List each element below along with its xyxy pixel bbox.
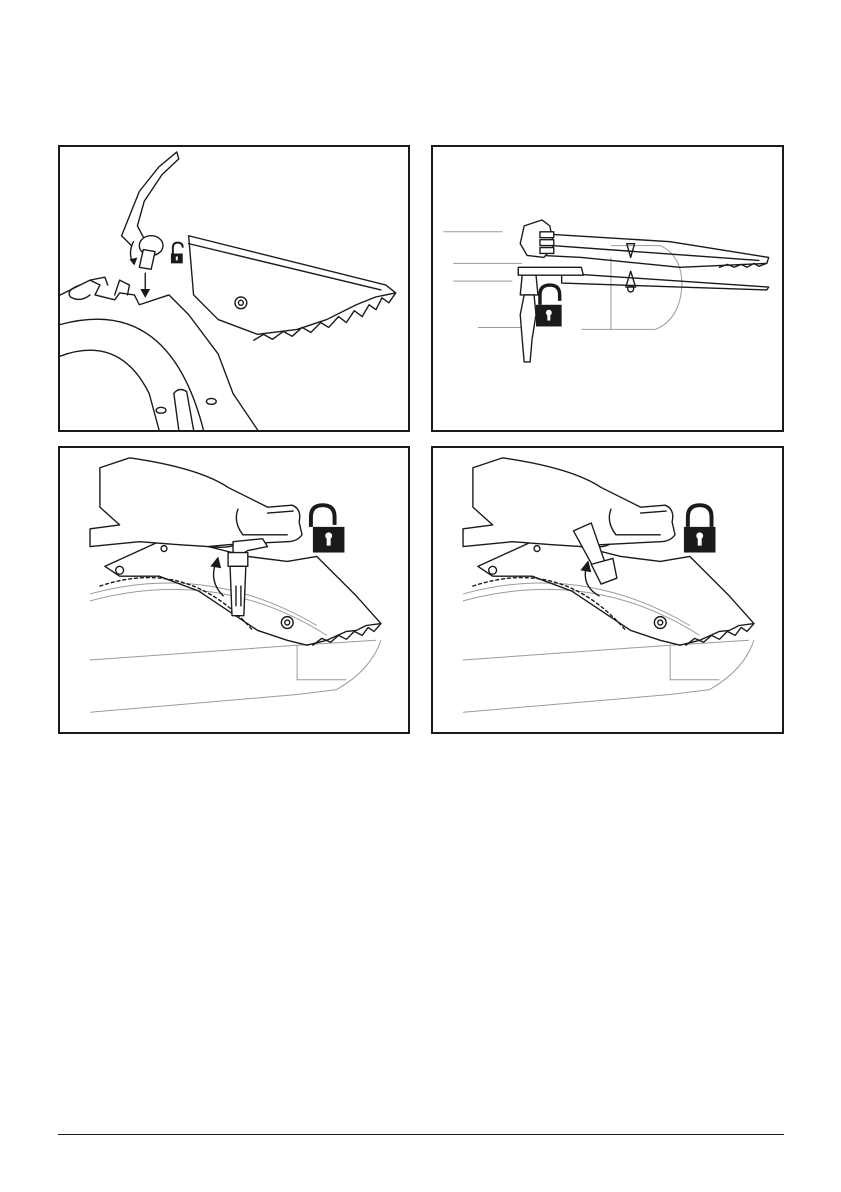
saw-lever-illustration: [60, 147, 408, 430]
hand-locking-illustration: [433, 448, 782, 732]
padlock-open-icon: [171, 243, 183, 264]
illustration-panel-3: [58, 446, 410, 734]
illustration-panel-4: [431, 446, 784, 734]
saw-clamp-side-illustration: [433, 147, 782, 430]
footer-rule: [58, 1134, 784, 1135]
padlock-open-icon: [311, 505, 345, 552]
illustration-panel-2: [431, 145, 784, 432]
padlock-open-icon: [536, 285, 562, 326]
padlock-closed-icon: [684, 505, 716, 552]
illustration-panel-1: [58, 145, 410, 432]
hand-unlocking-illustration: [60, 448, 408, 732]
